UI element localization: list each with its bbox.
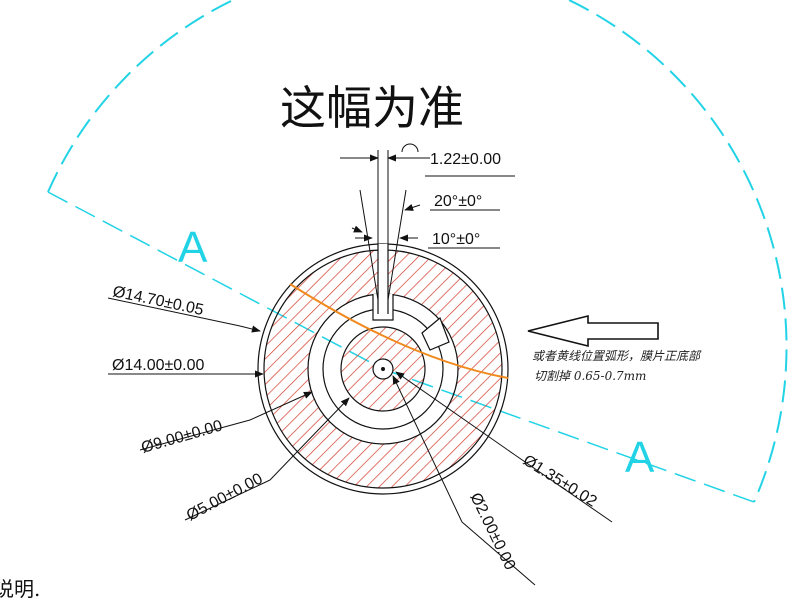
dim-d9-00: Ø9.00±0.00: [139, 417, 224, 456]
center-hub: [340, 326, 426, 412]
dim-d14-70: Ø14.70±0.05: [111, 283, 205, 319]
footer-fragment: 说明.: [0, 577, 40, 600]
dim-angle-20: 20°±0°: [434, 193, 482, 210]
dim-angle-10: 10°±0°: [432, 231, 480, 248]
top-slot: [377, 244, 389, 314]
note-line-2: 切割掉 0.65-0.7mm: [534, 369, 646, 383]
section-label-a-right: A: [625, 433, 655, 482]
dim-d5-00: Ø5.00±0.00: [184, 470, 266, 524]
note-line-1: 或者黄线位置弧形，膜片正底部: [532, 349, 702, 363]
dimension-lines: [107, 143, 659, 586]
dim-d14-00: Ø14.00±0.00: [112, 357, 205, 374]
cut-arc: [289, 283, 509, 379]
dim-d2-00: Ø2.00±0.00: [466, 490, 518, 573]
dim-d1-35: Ø1.35±0.02: [520, 452, 600, 511]
page-title: 这幅为准: [280, 81, 464, 135]
section-label-a-left: A: [178, 223, 208, 272]
dim-slot-width: 1.22±0.00: [430, 151, 501, 168]
